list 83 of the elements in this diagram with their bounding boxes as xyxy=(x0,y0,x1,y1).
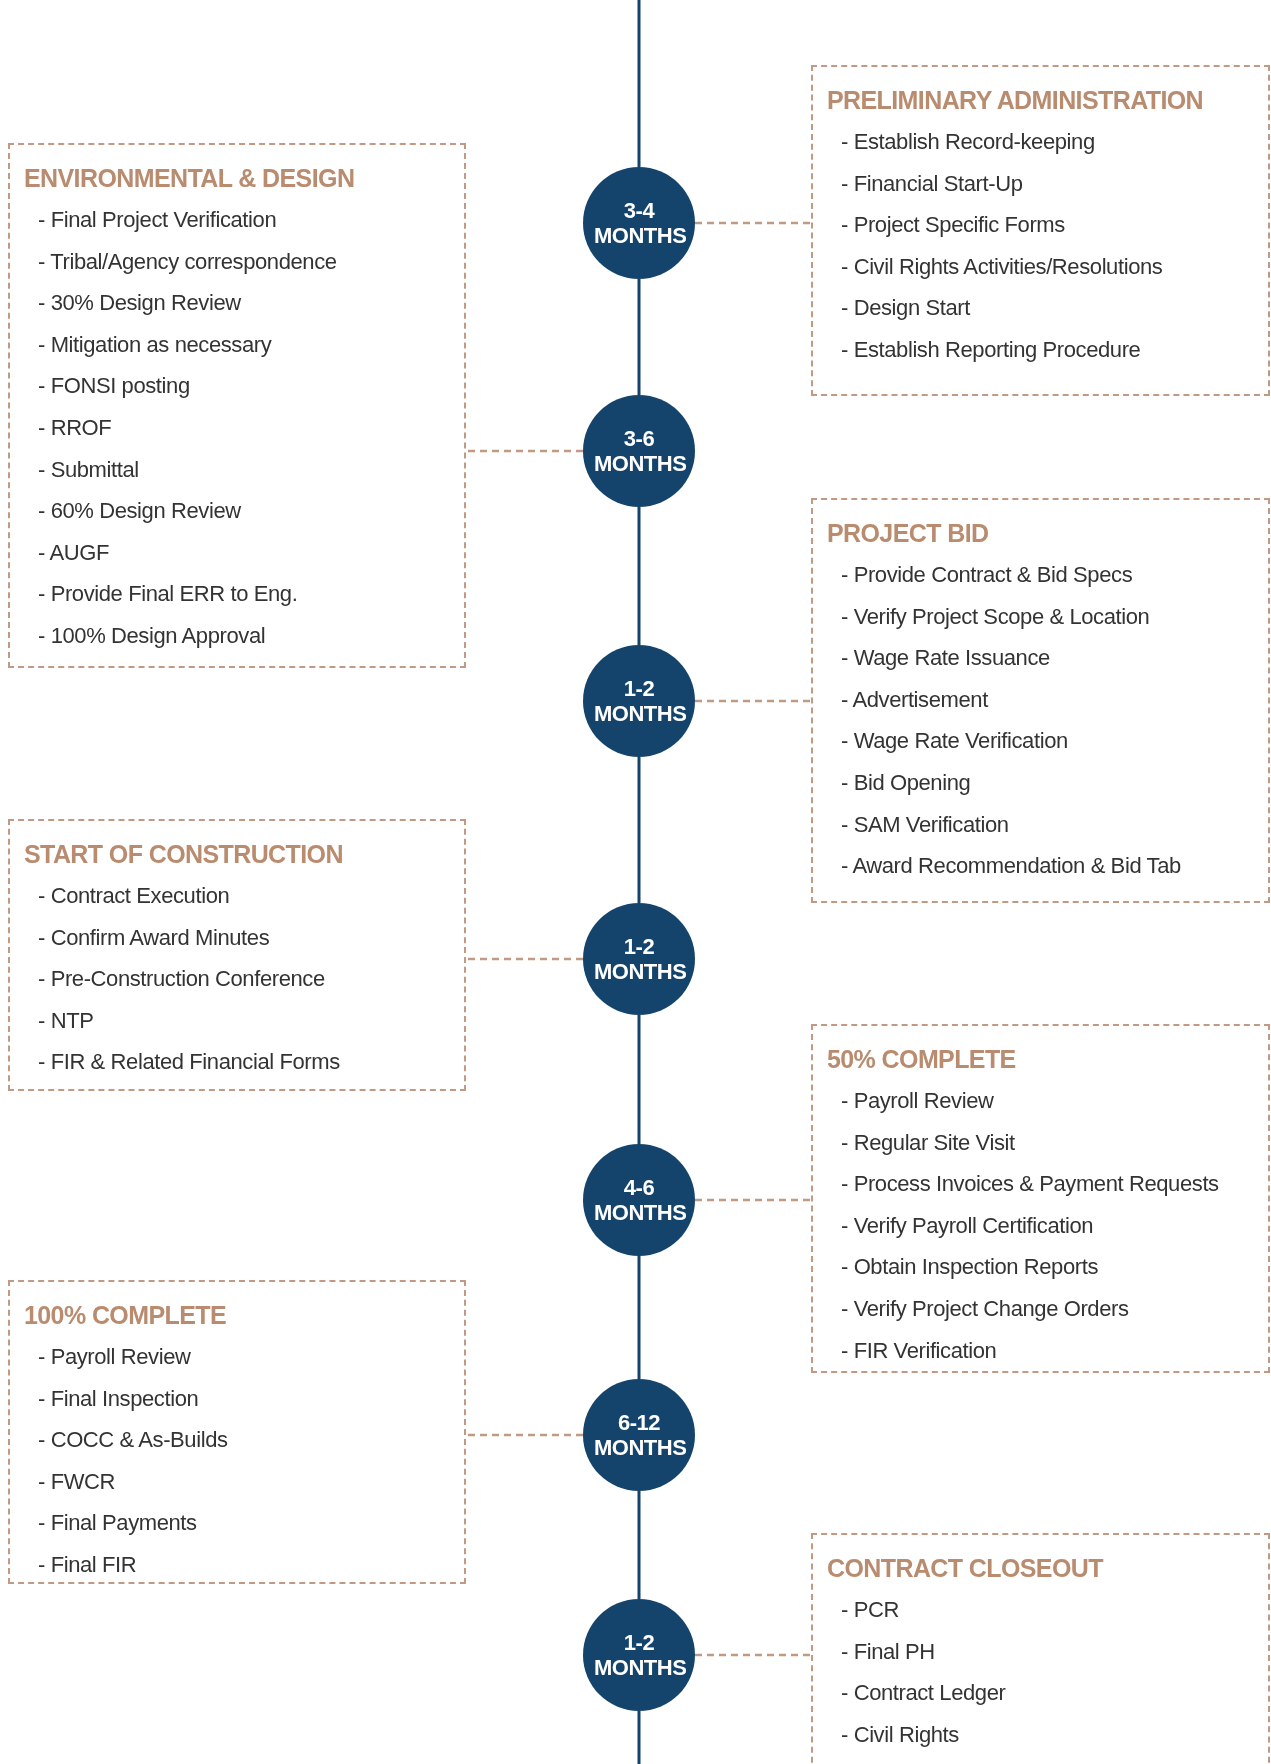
task-item: - AUGF xyxy=(38,538,109,567)
task-item: - Wage Rate Issuance xyxy=(841,644,1050,673)
dashed-connector xyxy=(466,957,583,961)
task-item: - 30% Design Review xyxy=(38,289,241,318)
task-item: - Advertisement xyxy=(841,685,988,714)
timeline-line xyxy=(637,1015,641,1144)
timeline-line xyxy=(637,1711,641,1764)
timeline-line xyxy=(637,507,641,645)
task-item: - Contract Execution xyxy=(38,882,230,910)
task-item: - Submittal xyxy=(38,455,139,484)
phase-box xyxy=(8,143,466,668)
dashed-connector xyxy=(695,1198,811,1202)
task-item: - Confirm Award Minutes xyxy=(38,923,270,952)
task-item: - SAM Verification xyxy=(841,810,1009,839)
timeline-line xyxy=(637,757,641,903)
task-item: - Payroll Review xyxy=(38,1343,191,1371)
timeline-line xyxy=(637,279,641,395)
task-item: - Final Inspection xyxy=(38,1384,199,1413)
timeline-line xyxy=(637,0,641,167)
phase-heading: PROJECT BID xyxy=(827,518,989,549)
phase-box xyxy=(811,1533,1270,1764)
duration-label: 3-4 MONTHS xyxy=(594,198,684,248)
phase-box xyxy=(811,498,1270,903)
task-item: - Design Start xyxy=(841,294,970,323)
duration-label: 1-2 MONTHS xyxy=(594,1630,684,1680)
duration-label: 6-12 MONTHS xyxy=(594,1410,684,1460)
task-item: - Verify Payroll Certification xyxy=(841,1211,1094,1240)
task-item: - Bid Opening xyxy=(841,768,971,797)
timeline-line xyxy=(637,1256,641,1379)
task-item: - Pre-Construction Conference xyxy=(38,965,325,994)
task-item: - RROF xyxy=(38,413,112,442)
task-item: - Final FIR xyxy=(38,1550,137,1579)
phase-heading: 50% COMPLETE xyxy=(827,1044,1016,1075)
task-item: - Tribal/Agency correspondence xyxy=(38,247,337,276)
task-item: - Final Payments xyxy=(38,1509,197,1538)
task-item: - Civil Rights xyxy=(841,1720,959,1749)
task-item: - Payroll Review xyxy=(841,1087,994,1115)
phase-box xyxy=(8,1280,466,1584)
task-item: - Mitigation as necessary xyxy=(38,330,272,359)
duration-label: 1-2 MONTHS xyxy=(594,934,684,984)
duration-label: 3-6 MONTHS xyxy=(594,426,684,476)
dashed-connector xyxy=(695,1653,811,1657)
task-item: - 60% Design Review xyxy=(38,497,241,526)
phase-heading: START OF CONSTRUCTION xyxy=(24,839,343,870)
task-item: - Civil Rights Activities/Resolutions xyxy=(841,252,1163,281)
dashed-connector xyxy=(695,699,811,703)
task-item: - Verify Project Change Orders xyxy=(841,1294,1129,1323)
task-item: - COCC & As-Builds xyxy=(38,1426,228,1455)
dashed-connector xyxy=(695,221,811,225)
task-item: - PCR xyxy=(841,1596,899,1624)
task-item: - Verify Project Scope & Location xyxy=(841,602,1150,631)
task-item: - Final Project Verification xyxy=(38,206,277,234)
task-item: - Project Specific Forms xyxy=(841,211,1065,240)
task-item: - FONSI posting xyxy=(38,372,190,401)
task-item: - Regular Site Visit xyxy=(841,1128,1015,1157)
task-item: - Establish Record-keeping xyxy=(841,128,1095,156)
task-item: - FIR Verification xyxy=(841,1336,997,1365)
duration-label: 4-6 MONTHS xyxy=(594,1175,684,1225)
phase-box xyxy=(8,819,466,1091)
task-item: - NTP xyxy=(38,1006,94,1035)
duration-label: 1-2 MONTHS xyxy=(594,676,684,726)
dashed-connector xyxy=(466,1433,583,1437)
task-item: - Process Invoices & Payment Requests xyxy=(841,1170,1219,1199)
timeline-line xyxy=(637,1491,641,1599)
phase-heading: CONTRACT CLOSEOUT xyxy=(827,1553,1103,1584)
task-item: - Award Recommendation & Bid Tab xyxy=(841,852,1181,881)
task-item: - 100% Design Approval xyxy=(38,621,266,650)
phase-box xyxy=(811,1024,1270,1373)
task-item: - Obtain Inspection Reports xyxy=(841,1253,1098,1282)
phase-heading: 100% COMPLETE xyxy=(24,1300,226,1331)
task-item: - FWCR xyxy=(38,1467,116,1496)
phase-box xyxy=(811,65,1270,396)
phase-heading: ENVIRONMENTAL & DESIGN xyxy=(24,163,355,194)
task-item: - Provide Final ERR to Eng. xyxy=(38,580,298,609)
dashed-connector xyxy=(466,449,583,453)
task-item: - Contract Ledger xyxy=(841,1679,1006,1708)
task-item: - Establish Reporting Procedure xyxy=(841,335,1141,364)
phase-heading: PRELIMINARY ADMINISTRATION xyxy=(827,85,1204,116)
task-item: - Financial Start-Up xyxy=(841,169,1023,198)
task-item: - Wage Rate Verification xyxy=(841,727,1068,756)
task-item: - Provide Contract & Bid Specs xyxy=(841,561,1133,589)
task-item: - Final PH xyxy=(841,1637,935,1666)
task-item: - FIR & Related Financial Forms xyxy=(38,1048,340,1077)
